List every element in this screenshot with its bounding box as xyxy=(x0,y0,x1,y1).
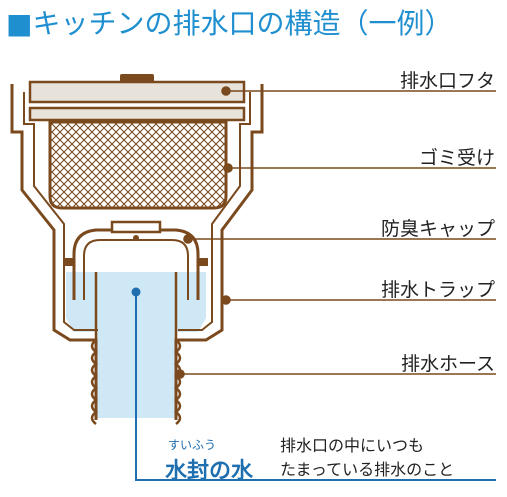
label-hose: 排水ホース xyxy=(400,353,495,375)
drain-body-outline xyxy=(10,84,264,420)
drain-rim xyxy=(28,106,246,122)
hose-left-wave xyxy=(90,339,99,425)
leader-trap xyxy=(221,295,496,305)
leader-odor-cap xyxy=(183,234,496,244)
hose-right-wave xyxy=(173,339,182,425)
odor-cap-center xyxy=(133,235,139,241)
drain-body-inner xyxy=(23,92,251,331)
water-seal-pointer xyxy=(131,287,496,481)
garbage-basket xyxy=(48,120,228,210)
odor-cap-handle xyxy=(110,220,162,234)
odor-cap-tab-left xyxy=(64,258,74,266)
water-seal-term: 水封の水 xyxy=(165,459,254,484)
leader-hose xyxy=(175,369,496,379)
page-title: ■キッチンの排水口の構造（一例） xyxy=(6,2,452,42)
label-cover: 排水口フタ xyxy=(399,70,495,92)
title-text: キッチンの排水口の構造（一例） xyxy=(32,7,453,40)
leader-cover xyxy=(221,86,496,96)
inner-drain-pipe xyxy=(94,272,178,420)
water-seal-desc-line1: 排水口の中にいつも xyxy=(280,436,425,455)
odor-cap-tab-right xyxy=(198,258,208,266)
water-seal-ruby: すいふう xyxy=(168,438,217,452)
title-marker: ■ xyxy=(6,7,33,40)
label-odor-cap: 防臭キャップ xyxy=(380,218,495,240)
label-trap: 排水トラップ xyxy=(380,279,495,301)
water-seal-desc-line2: たまっている排水のこと xyxy=(280,460,455,479)
leader-basket xyxy=(223,163,496,173)
drain-cover xyxy=(28,80,246,104)
label-basket: ゴミ受け xyxy=(418,147,495,169)
drain-cover-knob xyxy=(120,74,154,83)
